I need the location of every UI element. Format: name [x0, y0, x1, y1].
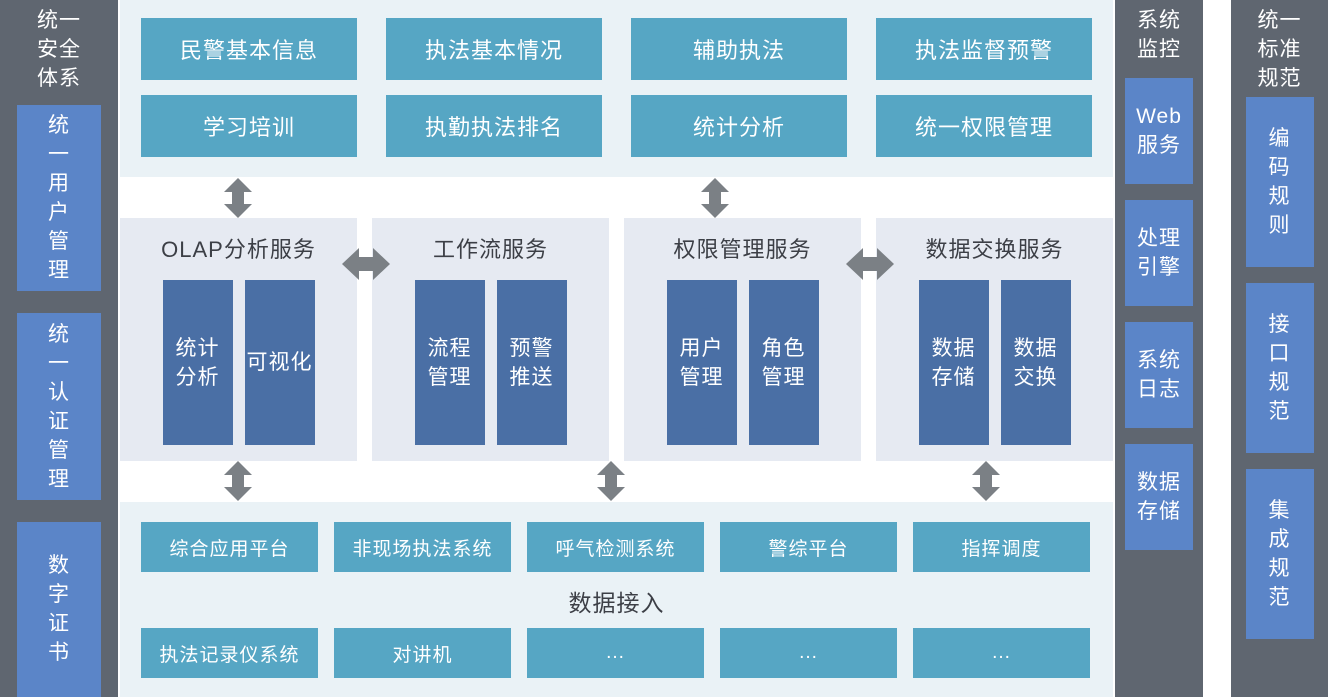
data-source-walkie-talkie[interactable]: 对讲机: [334, 628, 511, 678]
application-layer-grid: 民警基本信息 执法基本情况 辅助执法 执法监督预警 学习培训 执勤执法排名 统计…: [141, 18, 1092, 157]
service-card-olap-modules: 统计 分析 可视化: [120, 280, 357, 445]
service-module-data-exchange[interactable]: 数据 交换: [1000, 280, 1071, 445]
app-item-enforcement-basics[interactable]: 执法基本情况: [386, 18, 602, 80]
arrow-app-to-permission-service: [696, 178, 734, 218]
monitor-item-web-service[interactable]: Web 服务: [1125, 78, 1193, 184]
data-source-offsite-enforcement-system[interactable]: 非现场执法系统: [334, 522, 511, 572]
app-item-assisted-enforcement[interactable]: 辅助执法: [631, 18, 847, 80]
arrow-workflow-to-data-layer: [592, 461, 630, 501]
service-module-process-management[interactable]: 流程 管理: [414, 280, 485, 445]
app-item-police-basic-info[interactable]: 民警基本信息: [141, 18, 357, 80]
data-source-more-1[interactable]: ...: [527, 628, 704, 678]
arrow-app-to-olap-service: [219, 178, 257, 218]
data-source-row-bottom: 执法记录仪系统 对讲机 ... ... ...: [141, 628, 1092, 678]
service-card-workflow: 工作流服务 流程 管理 预警 推送: [372, 218, 609, 461]
service-module-visualization[interactable]: 可视化: [244, 280, 315, 445]
unified-standard-column: 统一 标准 规范 编 码 规 则 接 口 规 范 集 成 规 范: [1231, 0, 1328, 697]
data-source-more-3[interactable]: ...: [913, 628, 1090, 678]
service-module-data-storage[interactable]: 数据 存储: [918, 280, 989, 445]
data-access-label: 数据接入: [568, 590, 665, 616]
arrow-data-exchange-to-data-layer: [967, 461, 1005, 501]
service-module-user-management[interactable]: 用户 管理: [666, 280, 737, 445]
monitor-item-processing-engine[interactable]: 处理 引擎: [1125, 200, 1193, 306]
system-monitoring-title: 系统 监控: [1137, 9, 1181, 61]
service-card-olap: OLAP分析服务 统计 分析 可视化: [120, 218, 357, 461]
service-card-workflow-modules: 流程 管理 预警 推送: [372, 280, 609, 445]
service-card-data-exchange: 数据交换服务 数据 存储 数据 交换: [876, 218, 1113, 461]
data-source-command-dispatch[interactable]: 指挥调度: [913, 522, 1090, 572]
unified-standard-title: 统一 标准 规范: [1257, 9, 1302, 90]
security-system-column: 统一 安全 体系 统 一 用 户 管 理 统 一 认 证 管 理 数 字 证 书: [0, 0, 118, 697]
service-module-role-management[interactable]: 角色 管理: [748, 280, 819, 445]
service-module-statistical-analysis[interactable]: 统计 分析: [162, 280, 233, 445]
data-source-police-integrated-platform[interactable]: 警综平台: [720, 522, 897, 572]
security-system-title: 统一 安全 体系: [37, 9, 81, 90]
app-item-duty-enforcement-ranking[interactable]: 执勤执法排名: [386, 95, 602, 157]
monitor-item-data-storage[interactable]: 数据 存储: [1125, 444, 1193, 550]
app-item-learning-training[interactable]: 学习培训: [141, 95, 357, 157]
service-layer-panel: OLAP分析服务 统计 分析 可视化 工作流服务 流程 管理 预警 推送 权限管…: [120, 218, 1113, 461]
app-item-enforcement-supervision-alert[interactable]: 执法监督预警: [876, 18, 1092, 80]
security-item-digital-certificate[interactable]: 数 字 证 书: [17, 521, 101, 697]
data-source-law-enforcement-recorder-system[interactable]: 执法记录仪系统: [141, 628, 318, 678]
monitor-item-system-log[interactable]: 系统 日志: [1125, 322, 1193, 428]
data-source-integrated-application-platform[interactable]: 综合应用平台: [141, 522, 318, 572]
data-access-layer-panel: 综合应用平台 非现场执法系统 呼气检测系统 警综平台 指挥调度 数据接入 执法记…: [120, 502, 1113, 697]
security-item-unified-auth-management[interactable]: 统 一 认 证 管 理: [17, 313, 101, 500]
app-item-statistical-analysis[interactable]: 统计分析: [631, 95, 847, 157]
standard-item-coding-rules[interactable]: 编 码 规 则: [1245, 97, 1314, 267]
service-card-permission-title: 权限管理服务: [673, 237, 812, 262]
standard-item-interface-spec[interactable]: 接 口 规 范: [1245, 283, 1314, 453]
service-card-data-exchange-modules: 数据 存储 数据 交换: [876, 280, 1113, 445]
service-card-olap-title: OLAP分析服务: [161, 237, 316, 262]
arrow-permission-to-data-exchange: [846, 245, 894, 283]
standard-item-integration-spec[interactable]: 集 成 规 范: [1245, 469, 1314, 639]
application-layer-panel: 民警基本信息 执法基本情况 辅助执法 执法监督预警 学习培训 执勤执法排名 统计…: [120, 0, 1113, 177]
service-card-permission-modules: 用户 管理 角色 管理: [624, 280, 861, 445]
arrow-olap-to-data-layer: [219, 461, 257, 501]
data-source-breath-test-system[interactable]: 呼气检测系统: [527, 522, 704, 572]
system-monitoring-column: 系统 监控 Web 服务 处理 引擎 系统 日志 数据 存储: [1115, 0, 1203, 697]
service-module-alert-push[interactable]: 预警 推送: [496, 280, 567, 445]
security-item-unified-user-management[interactable]: 统 一 用 户 管 理: [17, 105, 101, 292]
data-source-more-2[interactable]: ...: [720, 628, 897, 678]
service-card-data-exchange-title: 数据交换服务: [925, 237, 1064, 262]
arrow-olap-to-workflow: [342, 245, 390, 283]
data-source-row-top: 综合应用平台 非现场执法系统 呼气检测系统 警综平台 指挥调度: [141, 522, 1092, 572]
main-stack: 民警基本信息 执法基本情况 辅助执法 执法监督预警 学习培训 执勤执法排名 统计…: [120, 0, 1113, 697]
app-item-unified-permission-management[interactable]: 统一权限管理: [876, 95, 1092, 157]
service-card-permission: 权限管理服务 用户 管理 角色 管理: [624, 218, 861, 461]
service-card-workflow-title: 工作流服务: [432, 237, 548, 262]
